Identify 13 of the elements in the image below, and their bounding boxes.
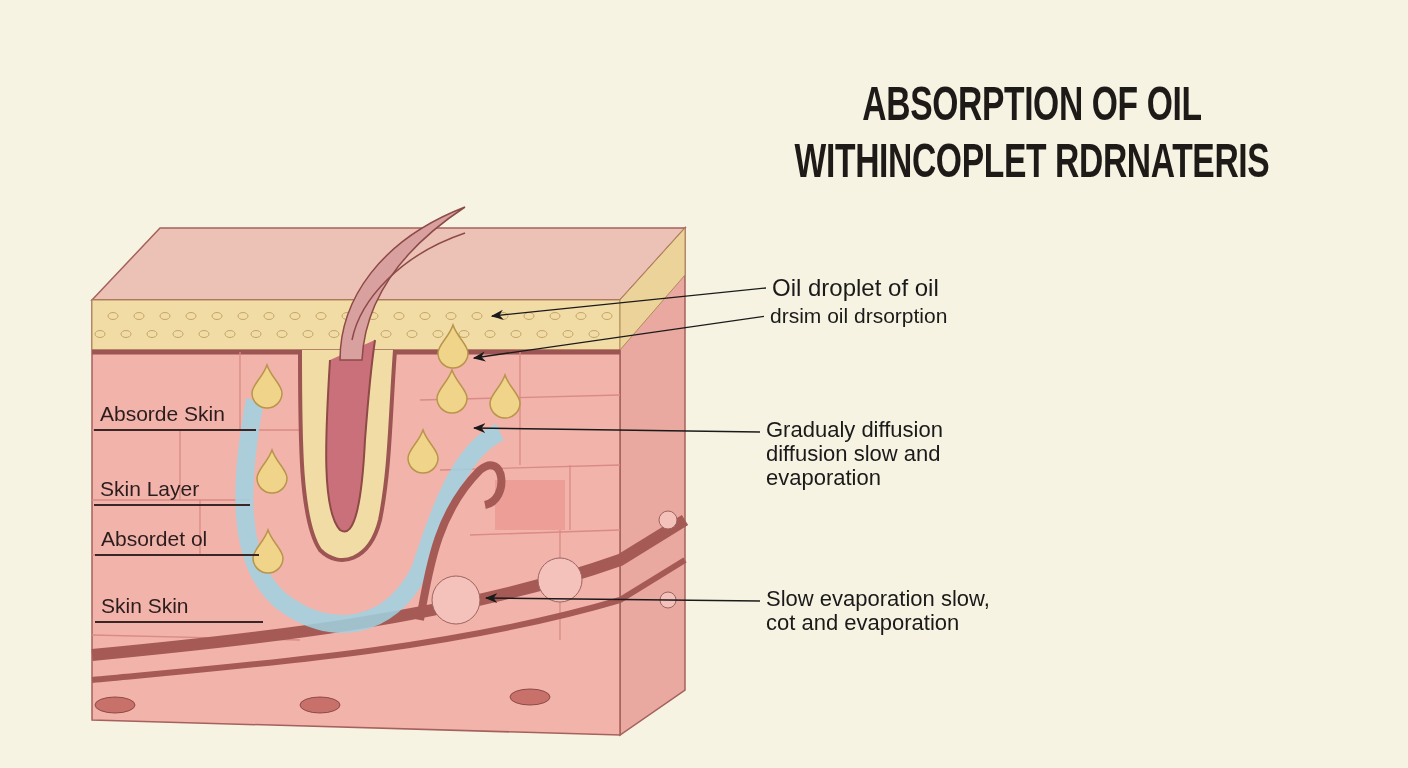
callout-text: drsim oil drsorption: [770, 305, 1010, 328]
callout-text: Gradualy diffusion diffusion slow and evaporation: [766, 418, 1016, 490]
layer-label: Skin Layer: [94, 477, 250, 506]
leader-line: [484, 593, 761, 604]
leader-line: [490, 287, 767, 320]
callout-text: Oil droplet of oil: [772, 275, 1012, 301]
layer-label: Absordet ol: [95, 527, 259, 556]
layer-label: Skin Skin: [95, 594, 263, 623]
leader-line: [472, 423, 761, 434]
callout-text: Slow evaporation slow, cot and evaporation: [766, 587, 1006, 635]
leader-line: [472, 315, 765, 362]
layer-label: Absorde Skin: [94, 402, 256, 431]
title: ABSORPTION OF OIL WITHINCOPLET RDRNATERIS: [793, 76, 1271, 189]
